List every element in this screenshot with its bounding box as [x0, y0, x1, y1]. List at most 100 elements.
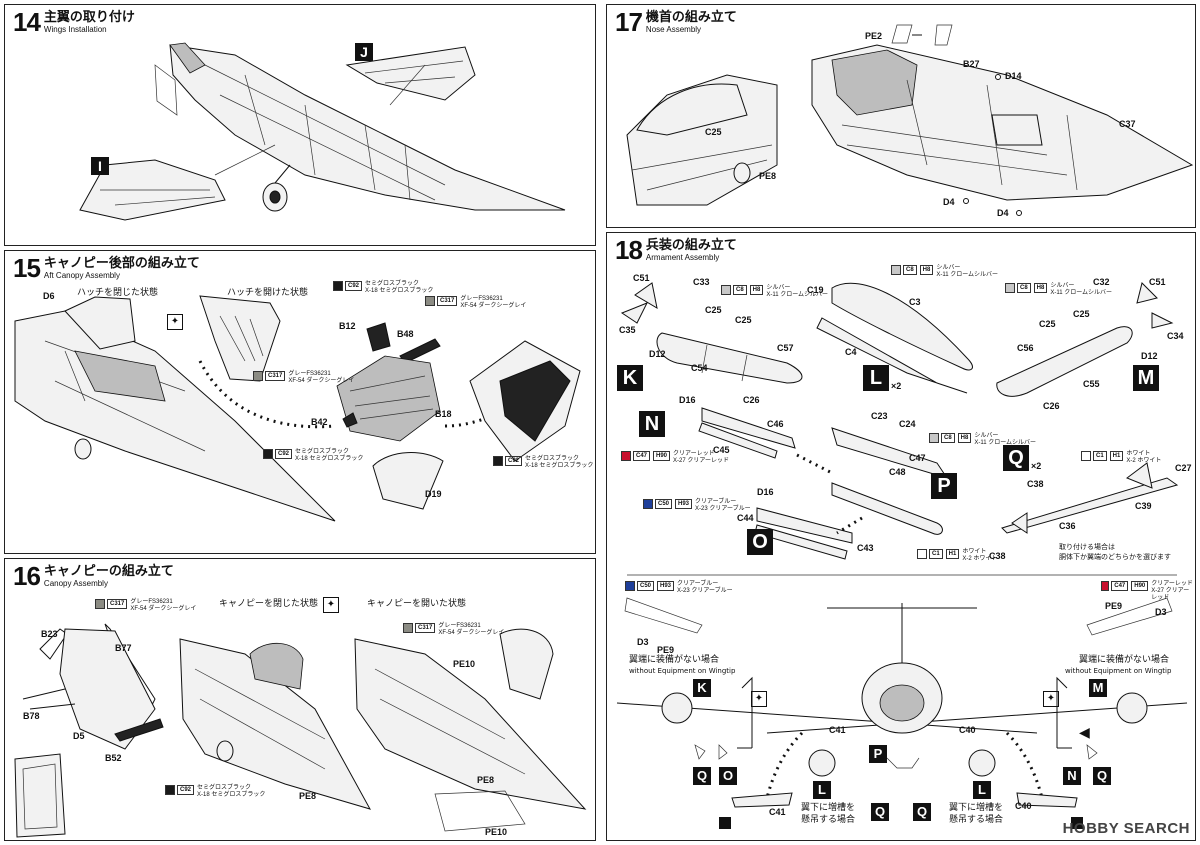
part-group-i: I [91, 157, 109, 175]
paint-xcode: XF-54 ダークシーグレイ [130, 606, 197, 612]
step-title: 兵装の組み立て [645, 238, 737, 253]
paint-swatch [263, 449, 273, 459]
paint-code-h: H8 [1033, 283, 1048, 293]
paint-xcode: XF-54 ダークシーグレイ [460, 303, 527, 309]
step-15-panel: 15 キャノピー後部の組み立て Aft Canopy Assembly D6 ハ [4, 250, 596, 554]
part-label-c26: C26 [743, 395, 760, 405]
part-label-pe9-b: PE9 [1105, 601, 1123, 611]
paint-name-jp: シルバー [766, 285, 791, 291]
part-label-d12: D12 [649, 349, 666, 359]
paint-code: C92 [505, 456, 523, 466]
open-canopy-label: キャノピーを開いた状態 [367, 599, 467, 609]
step-18-panel: 18 兵装の組み立て Armament Assembly [606, 232, 1196, 841]
paint-name-jp: グレーFS36231 [460, 296, 503, 302]
paint-name-jp: シルバー [974, 433, 999, 439]
paint-code-h: H90 [1131, 581, 1149, 591]
part-label-c51: C51 [633, 273, 650, 283]
part-label-c3: C3 [909, 297, 921, 307]
step-number: 15 [13, 253, 41, 283]
paint-code: C317 [265, 371, 286, 381]
paint-swatch [643, 499, 653, 509]
paint-code: C92 [345, 281, 363, 291]
part-label-c25-d: C25 [1073, 309, 1090, 319]
step-subtitle: Wings Installation [43, 25, 107, 34]
paint-code: C92 [275, 449, 293, 459]
part-label-c35: C35 [619, 325, 636, 335]
step-subtitle: Aft Canopy Assembly [43, 271, 120, 280]
step-title: キャノピーの組み立て [43, 564, 174, 579]
part-label-c45: C45 [713, 445, 730, 455]
part-label-pe10: PE10 [453, 659, 476, 669]
step-number: 18 [615, 235, 643, 265]
paint-name-jp: シルバー [1050, 283, 1075, 289]
part-group-l: L [863, 365, 889, 391]
paint-swatch [929, 433, 939, 443]
part-label-b18: B18 [435, 409, 452, 419]
paint-code-h: H8 [749, 285, 764, 295]
part-label-d3: D3 [637, 637, 649, 647]
closed-canopy-label: キャノピーを閉じた状態 [219, 599, 319, 609]
part-group-o-b: O [719, 767, 737, 785]
part-group-l-b: L [813, 781, 831, 799]
quantity-l: ×2 [891, 381, 902, 391]
paint-xcode: X-27 クリアーレッド [673, 458, 730, 464]
part-label-d14: D14 [1005, 71, 1022, 81]
paint-xcode: X-11 クロームシルバー [1050, 290, 1113, 296]
attach-note-1: 取り付ける場合は [1059, 543, 1115, 551]
part-group-q-e: Q [913, 803, 931, 821]
view-arrow-icon: ✦ [751, 691, 767, 707]
part-group-m: M [1133, 365, 1159, 391]
step-number: 17 [615, 7, 643, 37]
step-number: 16 [13, 561, 41, 591]
part-label-c43: C43 [857, 543, 874, 553]
part-group-q: Q [1003, 445, 1029, 471]
paint-code-h: H93 [657, 581, 675, 591]
part-label-c4: C4 [845, 347, 857, 357]
paint-code: C50 [655, 499, 673, 509]
paint-swatch [425, 296, 435, 306]
part-label-b77: B77 [115, 643, 132, 653]
underwing-note-2-b: 懸吊する場合 [949, 815, 1004, 825]
step-subtitle: Nose Assembly [645, 25, 702, 34]
part-label-b78: B78 [23, 711, 40, 721]
part-label-b12: B12 [339, 321, 356, 331]
view-arrow-icon-b: ✦ [1043, 691, 1059, 707]
part-group-n: N [639, 411, 665, 437]
paint-code: C8 [1017, 283, 1031, 293]
step-title: 主翼の取り付け [43, 10, 135, 25]
paint-code-h: H1 [1109, 451, 1124, 461]
paint-swatch [721, 285, 731, 295]
part-label-pe10-b: PE10 [485, 827, 508, 837]
part-label-c39: C39 [1135, 501, 1152, 511]
paint-swatch [403, 623, 413, 633]
aft-canopy-illustration [14, 295, 581, 522]
part-group-j: J [355, 43, 373, 61]
paint-name-jp: グレーFS36231 [130, 599, 173, 605]
paint-swatch [333, 281, 343, 291]
paint-xcode: X-23 クリアーブルー [695, 506, 751, 512]
part-group-p: P [931, 473, 957, 499]
part-label-c56: C56 [1017, 343, 1034, 353]
part-label-c40-b: C40 [1015, 801, 1032, 811]
part-group-n-b: N [1063, 767, 1081, 785]
part-label-c55: C55 [1083, 379, 1100, 389]
paint-xcode: X-23 クリアーブルー [677, 588, 733, 594]
paint-swatch [621, 451, 631, 461]
part-group-l-c: L [973, 781, 991, 799]
part-group-k: K [617, 365, 643, 391]
paint-name-jp: セミグロスブラック [295, 449, 350, 455]
part-label-c36: C36 [1059, 521, 1076, 531]
paint-code: C317 [107, 599, 128, 609]
step-18-header: 18 兵装の組み立て Armament Assembly [615, 237, 737, 263]
part-label-c41-b: C41 [769, 807, 786, 817]
paint-xcode: X-18 セミグロスブラック [365, 288, 434, 294]
part-label-b48: B48 [397, 329, 414, 339]
